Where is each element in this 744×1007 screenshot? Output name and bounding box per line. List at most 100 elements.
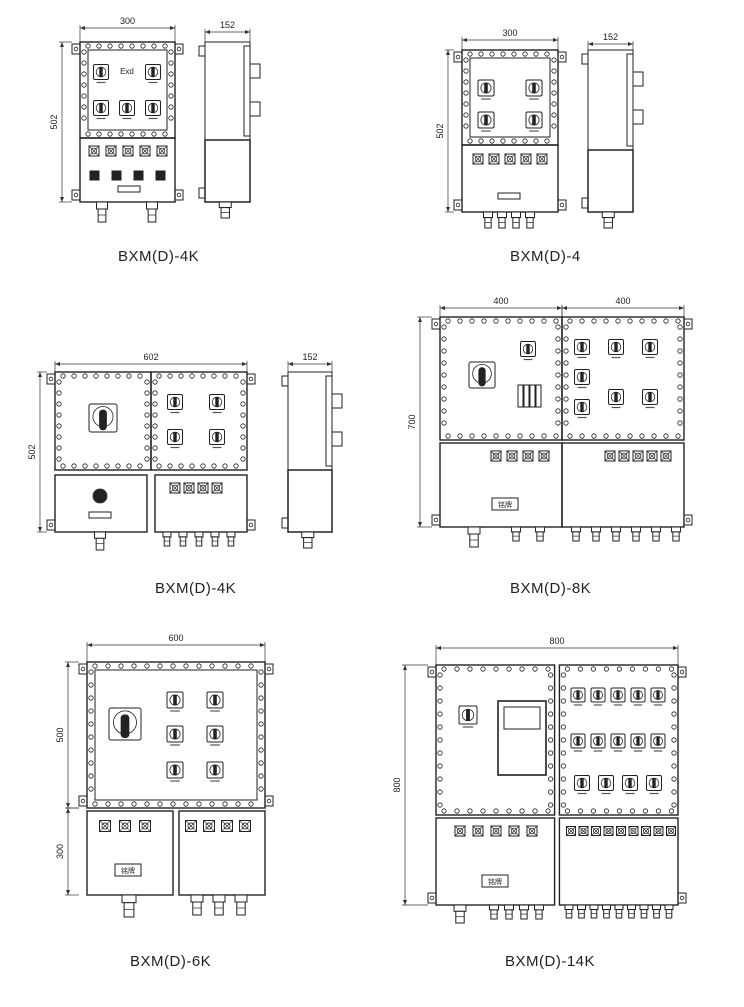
gland-ring bbox=[90, 147, 98, 155]
bolt bbox=[56, 379, 62, 385]
bolt bbox=[92, 663, 98, 669]
switch-plate bbox=[598, 775, 614, 791]
bolt bbox=[441, 324, 447, 330]
bolt bbox=[467, 51, 473, 57]
nameplate bbox=[88, 511, 112, 519]
gland-plate bbox=[183, 482, 195, 494]
gland-ring bbox=[107, 147, 115, 155]
bolt bbox=[579, 433, 585, 439]
cable-entry-body bbox=[572, 531, 580, 542]
switch-plate bbox=[93, 100, 109, 116]
cable-entry-body bbox=[220, 207, 230, 219]
gland-plate bbox=[472, 825, 484, 837]
bolt bbox=[671, 711, 677, 717]
bolt bbox=[88, 734, 94, 740]
switch-lever bbox=[213, 729, 217, 739]
gland-ring bbox=[593, 828, 599, 834]
bolt bbox=[233, 373, 239, 379]
gland-plate bbox=[488, 153, 500, 165]
mounting-hole bbox=[429, 895, 435, 901]
switch-lever bbox=[99, 67, 103, 77]
cable-entry-body bbox=[498, 217, 506, 229]
mounting-ear bbox=[264, 795, 274, 807]
gland-plate bbox=[591, 826, 601, 836]
switch-knob bbox=[147, 66, 159, 78]
switch-knob bbox=[528, 82, 540, 94]
cable-entry-body bbox=[195, 536, 203, 547]
bolt bbox=[118, 43, 124, 49]
switch-knob bbox=[576, 777, 588, 789]
bolt bbox=[560, 711, 567, 717]
cable-entry-body bbox=[192, 901, 202, 916]
switch-plate bbox=[610, 687, 626, 703]
switch-knob bbox=[169, 431, 181, 443]
cable-entry-nut bbox=[601, 211, 615, 219]
arrow-head bbox=[562, 306, 567, 310]
bolt bbox=[616, 666, 623, 672]
indicator-lamp bbox=[92, 488, 108, 504]
gland-plate bbox=[139, 145, 151, 157]
caption-bxmd-4k-mid: BXM(D)-4K bbox=[155, 580, 237, 597]
switch-lever bbox=[616, 690, 620, 700]
switch-knob bbox=[169, 764, 181, 776]
cable-entry-body bbox=[179, 536, 187, 547]
bolt bbox=[500, 138, 506, 144]
bolt bbox=[200, 463, 206, 469]
bolt bbox=[529, 433, 535, 439]
cable-entry-nut bbox=[631, 526, 641, 533]
arrow-head bbox=[446, 207, 450, 212]
main-switch-plate bbox=[108, 707, 142, 741]
bolt bbox=[81, 104, 87, 110]
cable-entry-body bbox=[214, 901, 224, 916]
gland-cross bbox=[472, 825, 484, 837]
gland-ring bbox=[101, 822, 109, 830]
caption-bxmd-4: BXM(D)-4 bbox=[510, 248, 581, 265]
bolt bbox=[603, 808, 610, 814]
switch-knob bbox=[593, 690, 603, 700]
indicator-lamp bbox=[155, 170, 166, 181]
meter-display bbox=[503, 706, 541, 730]
bolt bbox=[162, 43, 168, 49]
switch-lever bbox=[596, 690, 600, 700]
mounting-ear bbox=[174, 189, 184, 201]
switch-plate bbox=[610, 733, 626, 749]
gland-ring bbox=[241, 822, 249, 830]
dimension-label: 300 bbox=[55, 844, 65, 859]
bolt bbox=[480, 808, 486, 814]
arrow-head bbox=[557, 306, 562, 310]
bolt bbox=[519, 666, 525, 672]
switch-knob bbox=[95, 66, 107, 78]
bolt bbox=[118, 663, 124, 669]
bolt bbox=[196, 801, 202, 807]
switch-lever bbox=[580, 372, 584, 382]
upper-door bbox=[87, 49, 168, 131]
bolt bbox=[671, 776, 677, 782]
switch-knob bbox=[644, 341, 656, 353]
cable-entry-nut bbox=[511, 526, 521, 533]
bolt bbox=[560, 698, 567, 704]
switch-lever bbox=[215, 432, 219, 442]
dimension-label: 400 bbox=[493, 296, 508, 306]
mounting-ear bbox=[557, 199, 567, 211]
gland-plate bbox=[603, 826, 614, 836]
gland-cross bbox=[99, 820, 111, 832]
gland-plate bbox=[197, 482, 209, 494]
bolt bbox=[677, 372, 683, 378]
bolt bbox=[671, 802, 677, 808]
bolt bbox=[56, 456, 62, 462]
switch-lever bbox=[604, 778, 608, 788]
gland-ring bbox=[668, 828, 674, 834]
gland-cross bbox=[566, 826, 576, 836]
bolt bbox=[529, 318, 535, 324]
cable-entry-nut bbox=[178, 531, 188, 538]
gland-ring bbox=[634, 452, 642, 460]
mounting-hole bbox=[266, 798, 272, 804]
mounting-hole bbox=[433, 321, 439, 327]
upper-door bbox=[469, 57, 551, 138]
bolt bbox=[258, 786, 264, 792]
